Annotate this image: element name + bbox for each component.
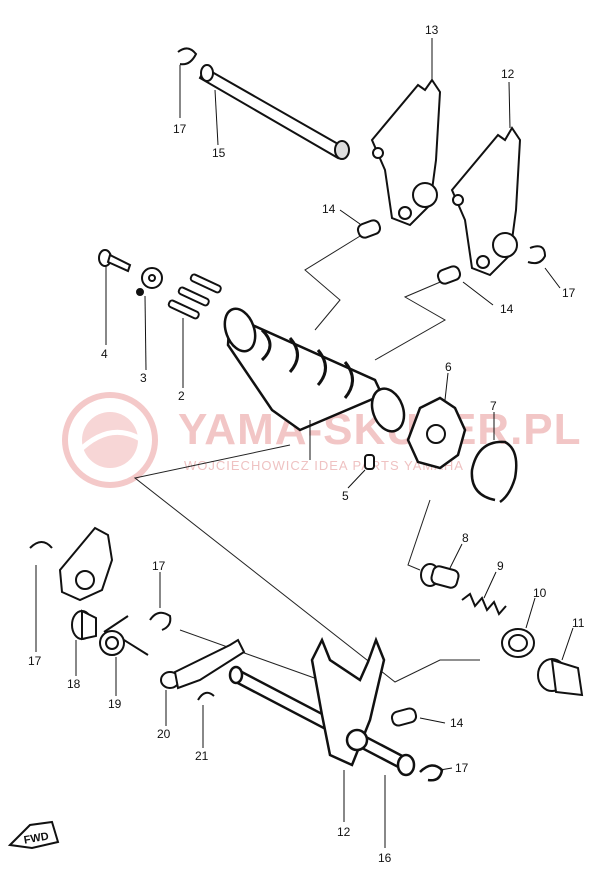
callout-18: 18 bbox=[67, 677, 81, 691]
leader-lines bbox=[35, 38, 574, 848]
part-12-shift-fork-upper bbox=[450, 126, 522, 277]
guide-line-17c bbox=[179, 629, 321, 681]
part-11-plug bbox=[537, 658, 584, 697]
part-15-shaft bbox=[198, 64, 350, 160]
part-14-pin-a bbox=[356, 219, 382, 239]
guide-line-shaft bbox=[133, 444, 480, 683]
callout-10: 10 bbox=[533, 586, 547, 600]
callout-16: 16 bbox=[378, 851, 392, 865]
callout-11: 11 bbox=[572, 616, 585, 630]
part-3-segment-plate bbox=[136, 267, 163, 296]
guide-lines bbox=[133, 232, 480, 683]
part-14-pin-c bbox=[390, 707, 418, 727]
callout-14: 14 bbox=[500, 302, 514, 316]
part-19-torsion-spring bbox=[99, 615, 149, 656]
callout-17: 17 bbox=[152, 559, 166, 573]
part-13-shift-fork bbox=[370, 78, 442, 227]
fwd-label: FWD bbox=[23, 830, 50, 846]
watermark-logo-core bbox=[82, 412, 138, 468]
watermark-subtitle: WOJCIECHOWICZ IDEA PARTS YAMAHA bbox=[184, 458, 464, 473]
callout-17: 17 bbox=[173, 122, 187, 136]
part-17-circlip-a bbox=[177, 47, 198, 66]
watermark-logo-swoosh bbox=[76, 429, 144, 454]
callout-17: 17 bbox=[28, 654, 42, 668]
part-12-shift-fork-lower bbox=[310, 636, 386, 767]
fwd-arrow: FWD bbox=[7, 820, 60, 850]
callout-13: 13 bbox=[425, 23, 439, 37]
part-7-circlip-ring bbox=[470, 440, 518, 504]
guide-line-spring bbox=[407, 499, 431, 571]
part-4-screw bbox=[98, 249, 132, 273]
part-14-pin-b bbox=[436, 265, 462, 285]
callout-labels: 17 15 13 12 14 17 14 4 3 2 6 7 5 8 9 10 … bbox=[28, 23, 585, 865]
callout-5: 5 bbox=[342, 489, 349, 503]
callout-2: 2 bbox=[178, 389, 185, 403]
callout-7: 7 bbox=[490, 399, 497, 413]
callout-4: 4 bbox=[101, 347, 108, 361]
part-21-circlip bbox=[197, 691, 215, 701]
part-8-plunger bbox=[420, 563, 460, 589]
callout-17: 17 bbox=[455, 761, 469, 775]
guide-line-14b bbox=[374, 279, 447, 361]
part-18-shift-lever bbox=[58, 526, 114, 602]
callout-3: 3 bbox=[140, 371, 147, 385]
part-2-pins bbox=[167, 273, 222, 320]
callout-6: 6 bbox=[445, 360, 452, 374]
part-17-circlip-b bbox=[527, 245, 547, 265]
watermark-logo-ring bbox=[62, 392, 158, 488]
part-18-collar bbox=[71, 609, 97, 641]
callout-14: 14 bbox=[322, 202, 336, 216]
callout-14: 14 bbox=[450, 716, 464, 730]
callout-19: 19 bbox=[108, 697, 122, 711]
part-9-spring bbox=[461, 592, 507, 616]
part-17-circlip-d bbox=[149, 611, 172, 631]
part-10-washer bbox=[501, 628, 535, 658]
callout-12: 12 bbox=[501, 67, 515, 81]
callout-15: 15 bbox=[212, 146, 226, 160]
callout-8: 8 bbox=[462, 531, 469, 545]
part-5-pin bbox=[364, 454, 375, 470]
guide-line-14a bbox=[304, 232, 366, 331]
part-17-circlip-c bbox=[29, 541, 53, 549]
callout-17: 17 bbox=[562, 286, 576, 300]
callout-9: 9 bbox=[497, 559, 504, 573]
callout-20: 20 bbox=[157, 727, 171, 741]
callout-21: 21 bbox=[195, 749, 209, 763]
callout-12: 12 bbox=[337, 825, 351, 839]
shift-drum bbox=[223, 307, 406, 433]
part-17-circlip-e bbox=[419, 764, 444, 782]
part-20-shift-arm bbox=[160, 638, 246, 690]
